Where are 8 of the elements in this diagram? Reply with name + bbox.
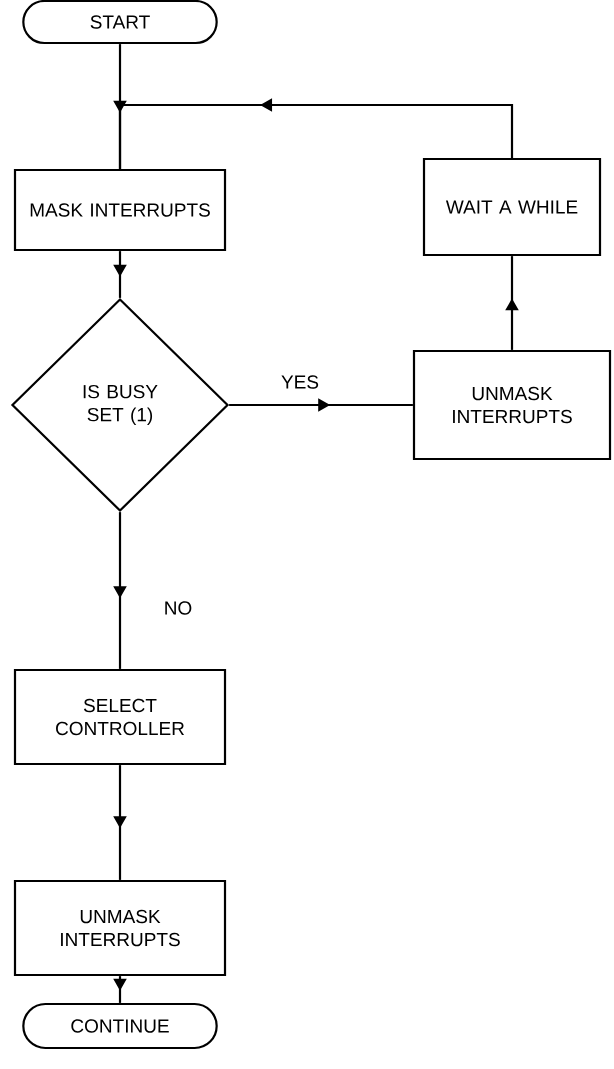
- arrow: [229, 398, 413, 412]
- edge-label: NO: [165, 601, 192, 615]
- process-box: WAIT A WHILE: [422, 157, 602, 257]
- process-box: UNMASK INTERRUPTS: [13, 879, 227, 977]
- process-box: MASK INTERRUPTS: [13, 168, 227, 252]
- process-box: SELECT CONTROLLER: [13, 668, 227, 766]
- edge-label: YES: [281, 375, 319, 389]
- process-box: UNMASK INTERRUPTS: [412, 349, 612, 461]
